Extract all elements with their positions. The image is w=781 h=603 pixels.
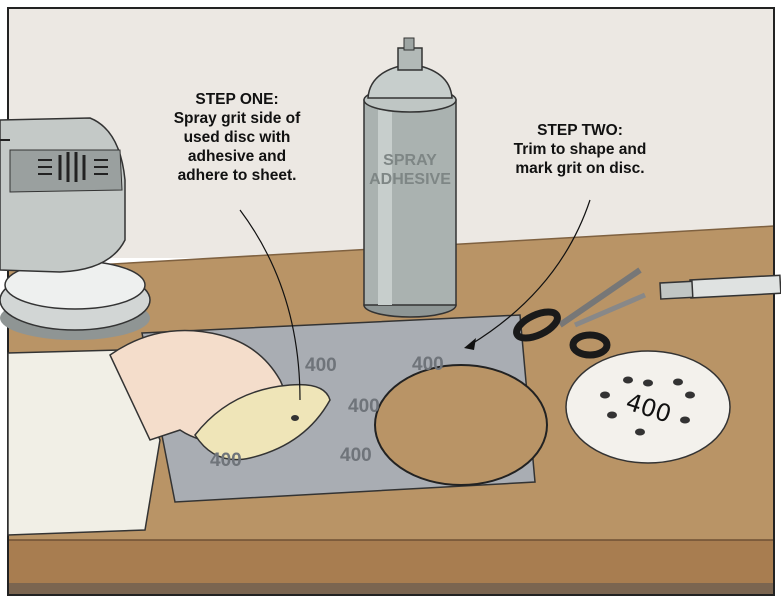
callout-step-one: STEP ONE: Spray grit side of used disc w… [142, 90, 332, 185]
grit-label-3: 400 [348, 396, 380, 417]
step-one-line-4: adhere to sheet. [142, 166, 332, 185]
grit-label-4: 400 [210, 450, 242, 471]
can-label-line1: SPRAY [383, 152, 437, 169]
step-two-line-1: Trim to shape and [490, 140, 670, 159]
step-two-line-2: mark grit on disc. [490, 159, 670, 178]
step-one-line-3: adhesive and [142, 147, 332, 166]
bench-front [8, 540, 774, 583]
step-two-title: STEP TWO: [490, 121, 670, 140]
grit-label-2: 400 [412, 354, 444, 375]
step-one-title: STEP ONE: [142, 90, 332, 109]
callout-step-two: STEP TWO: Trim to shape and mark grit on… [490, 121, 670, 178]
grit-label-5: 400 [340, 445, 372, 466]
step-one-line-1: Spray grit side of [142, 109, 332, 128]
cut-circle [375, 365, 547, 485]
can-label-line2: ADHESIVE [369, 171, 451, 188]
floor-shadow [8, 583, 774, 595]
step-one-line-2: used disc with [142, 128, 332, 147]
grit-label-1: 400 [305, 355, 337, 376]
